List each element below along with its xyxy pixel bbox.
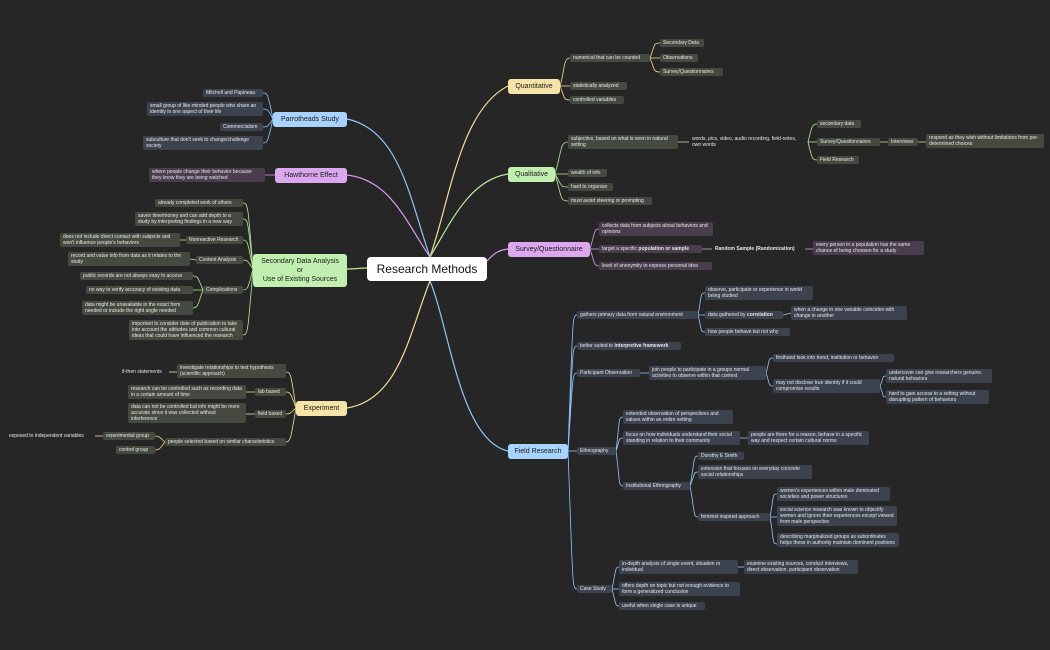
node-qual-surveys[interactable]: Survey/Questionnaires xyxy=(817,138,880,146)
node-ethnography[interactable]: Ethnography xyxy=(577,447,616,455)
node-subculture[interactable]: subculture that don't seek to change/cha… xyxy=(143,136,263,150)
node-lab-based[interactable]: lab based xyxy=(255,388,286,396)
node-better-suited[interactable]: better suited to interpretive framework xyxy=(577,342,681,350)
node-public-records[interactable]: public records are not always easy to ac… xyxy=(80,272,193,280)
node-wealth[interactable]: wealth of info xyxy=(568,169,607,177)
node-mitchell-papineau[interactable]: Mitchell and Papineau xyxy=(203,89,263,97)
node-interviews[interactable]: Interviews xyxy=(888,138,918,146)
node-dorothy-smith[interactable]: Dorothy E Smith xyxy=(698,452,744,460)
central-topic[interactable]: Research Methods xyxy=(367,257,487,281)
node-gathers-primary[interactable]: gathers primary data from natural enviro… xyxy=(577,311,698,319)
node-exposed[interactable]: exposed to independent variables xyxy=(9,433,84,439)
node-describing-marginalized[interactable]: describing marginalized groups as subord… xyxy=(777,533,899,547)
node-extended-observation[interactable]: extended observation of perspectives and… xyxy=(623,410,733,424)
node-subjective[interactable]: subjective, based on what is seen in nat… xyxy=(568,135,678,149)
node-content-analysis[interactable]: Content Analysis xyxy=(196,256,243,264)
node-offers-depth[interactable]: offers depth on topic but not enough evi… xyxy=(619,582,740,596)
node-must-avoid[interactable]: must avoid steering or prompting xyxy=(568,197,652,205)
node-control-group[interactable]: control group xyxy=(116,446,155,454)
topic-hawthorne-effect[interactable]: Hawthorne Effect xyxy=(275,168,347,183)
node-small-group[interactable]: small group of like-minded people who sh… xyxy=(147,102,263,116)
topic-parrotheads-study[interactable]: Parrotheads Study xyxy=(273,112,347,127)
target-bold: population or sample xyxy=(638,246,689,252)
node-important-consider[interactable]: important to consider date of publicatio… xyxy=(129,320,243,340)
node-useful-single-case[interactable]: useful when single case is unique xyxy=(619,602,705,610)
topic-field-research[interactable]: Field Research xyxy=(508,444,568,459)
node-join-people[interactable]: join people to participate in a groups n… xyxy=(649,366,766,380)
target-text: target a specific xyxy=(602,246,638,252)
topic-secondary-data-analysis[interactable]: Secondary Data Analysis or Use of Existi… xyxy=(253,254,347,287)
node-experimental-group[interactable]: experimental group xyxy=(103,432,155,440)
node-feminist-approach[interactable]: feminist inspired approach xyxy=(698,513,770,521)
node-field-based[interactable]: field based xyxy=(255,410,286,418)
node-case-study[interactable]: Case Study xyxy=(577,585,612,593)
corr-bold: correlation xyxy=(746,312,773,318)
node-surveys-quant[interactable]: Survey/Questionnaires xyxy=(660,68,723,76)
topic-quantitative[interactable]: Quantitative xyxy=(508,79,560,94)
node-target-population[interactable]: target a specific population or sample xyxy=(599,245,702,253)
node-secondary-data[interactable]: Secondary Data xyxy=(660,39,704,47)
node-already-completed[interactable]: already completed work of others xyxy=(155,199,243,207)
node-investigate[interactable]: investigate relationships to test hypoth… xyxy=(177,364,286,378)
better-text: better suited to xyxy=(580,343,614,349)
node-statistically-analyzed[interactable]: statistically analyzed xyxy=(570,82,627,90)
node-social-science[interactable]: social science research was known to obj… xyxy=(777,506,897,526)
node-hard-to-organize[interactable]: hard to organize xyxy=(568,183,613,191)
node-when-change[interactable]: when a change in one variable coincides … xyxy=(791,306,907,320)
node-people-selected[interactable]: people selected based on similar charact… xyxy=(165,438,286,446)
node-people-there[interactable]: people are there for a reason, behave in… xyxy=(748,431,869,445)
node-does-not-include[interactable]: does not include direct contact with sub… xyxy=(60,233,180,247)
node-every-person[interactable]: every person in a population has the sam… xyxy=(813,241,924,255)
node-correlation[interactable]: data gathered by correlation xyxy=(705,311,783,319)
node-collects-data[interactable]: collects data from subjects about behavi… xyxy=(599,222,713,236)
node-data-unavailable[interactable]: data might be unavailable in the exact f… xyxy=(82,301,193,315)
node-words[interactable]: words, pics, video, audio recording, fie… xyxy=(692,136,797,148)
node-where-people-change[interactable]: where people change their behavior becau… xyxy=(149,168,265,182)
node-complications[interactable]: Complications xyxy=(203,286,243,294)
node-hard-to-gain[interactable]: hard to gain access to a setting without… xyxy=(886,390,989,404)
node-qual-field-research[interactable]: Field Research xyxy=(817,156,859,164)
node-institutional-ethnography[interactable]: Institutional Ethnography xyxy=(623,482,690,490)
node-commercialism[interactable]: Commercialism xyxy=(220,123,263,131)
node-extension[interactable]: extension that focuses on everyday concr… xyxy=(698,465,812,479)
node-in-depth[interactable]: in-depth analysis of single event, situa… xyxy=(619,560,738,574)
node-nonreactive-research[interactable]: Nonreactive Research xyxy=(186,236,243,244)
node-examine-sources[interactable]: examine existing sources, conduct interv… xyxy=(744,560,858,574)
node-record-value[interactable]: record and value info from data as it re… xyxy=(68,252,190,266)
node-controlled-variables[interactable]: controlled variables xyxy=(570,96,624,104)
node-how-people-behave[interactable]: how people behave but not why xyxy=(705,328,790,336)
better-bold: interpretive framework xyxy=(614,343,669,349)
node-no-way-verify[interactable]: no way to verify accuracy of existing da… xyxy=(86,286,193,294)
node-if-then[interactable]: if-then statements xyxy=(122,369,162,375)
node-womens-experiences[interactable]: women's experiences within male dominate… xyxy=(777,487,890,501)
node-may-not-disclose[interactable]: may not disclose true identity if it cou… xyxy=(773,379,880,393)
node-research-controlled[interactable]: research can be controlled such as recor… xyxy=(128,385,246,399)
node-qual-secondary-data[interactable]: secondary data xyxy=(817,120,861,128)
node-random-sample[interactable]: Random Sample (Randomization) xyxy=(715,246,795,252)
node-observations[interactable]: Observations xyxy=(660,54,698,62)
node-focus-individuals[interactable]: focus on how individuals understand thei… xyxy=(623,431,740,445)
node-undercover[interactable]: undercover can give researchers genuine,… xyxy=(886,369,992,383)
node-data-not-controlled[interactable]: data can not be controlled but info migh… xyxy=(128,403,246,423)
node-saves-time[interactable]: saves time/money and can add depth to a … xyxy=(135,212,243,226)
node-numerical[interactable]: numerical that can be counted xyxy=(570,54,650,62)
topic-experiment[interactable]: Experiment xyxy=(296,401,347,416)
topic-qualitative[interactable]: Qualitative xyxy=(508,167,555,182)
corr-text: data gathered by xyxy=(708,312,746,318)
topic-survey-questionnaire[interactable]: Survey/Questionnaire xyxy=(508,242,590,257)
node-respond[interactable]: respond as they wish without limitations… xyxy=(926,134,1044,148)
node-observe-participate[interactable]: observe, participate or experience in wo… xyxy=(705,286,813,300)
node-participant-observation[interactable]: Participant Observation xyxy=(577,369,640,377)
node-firsthand[interactable]: firsthand look into trend, institution o… xyxy=(773,354,894,362)
node-anonymity[interactable]: level of anonymity to express personal i… xyxy=(599,262,712,270)
